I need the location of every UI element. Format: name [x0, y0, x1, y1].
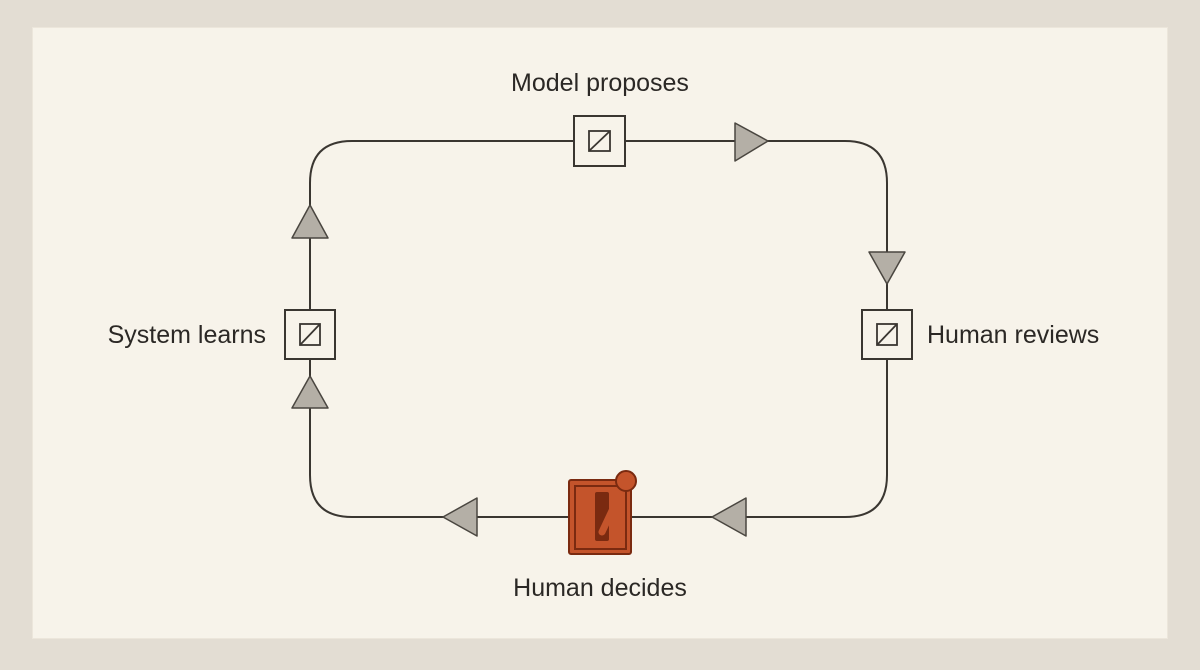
diagram-canvas: Model proposes Human reviews Human decid… [33, 28, 1167, 638]
arrow-top-right-icon [734, 122, 769, 162]
label-system-learns: System learns [108, 321, 266, 349]
node-model-proposes [573, 115, 626, 167]
node-human-reviews [861, 309, 913, 360]
node-system-learns [284, 309, 336, 360]
arrow-bottom-left-icon [442, 497, 478, 537]
arrow-right-down-icon [868, 251, 906, 285]
arrow-left-lower-icon [291, 375, 329, 409]
label-human-decides: Human decides [513, 574, 687, 602]
arrow-bottom-right-icon [711, 497, 747, 537]
loop-connector [309, 140, 888, 518]
lever-switch-icon [568, 470, 637, 555]
arrow-left-upper-icon [291, 204, 329, 239]
label-human-reviews: Human reviews [927, 321, 1099, 349]
label-model-proposes: Model proposes [511, 69, 689, 97]
